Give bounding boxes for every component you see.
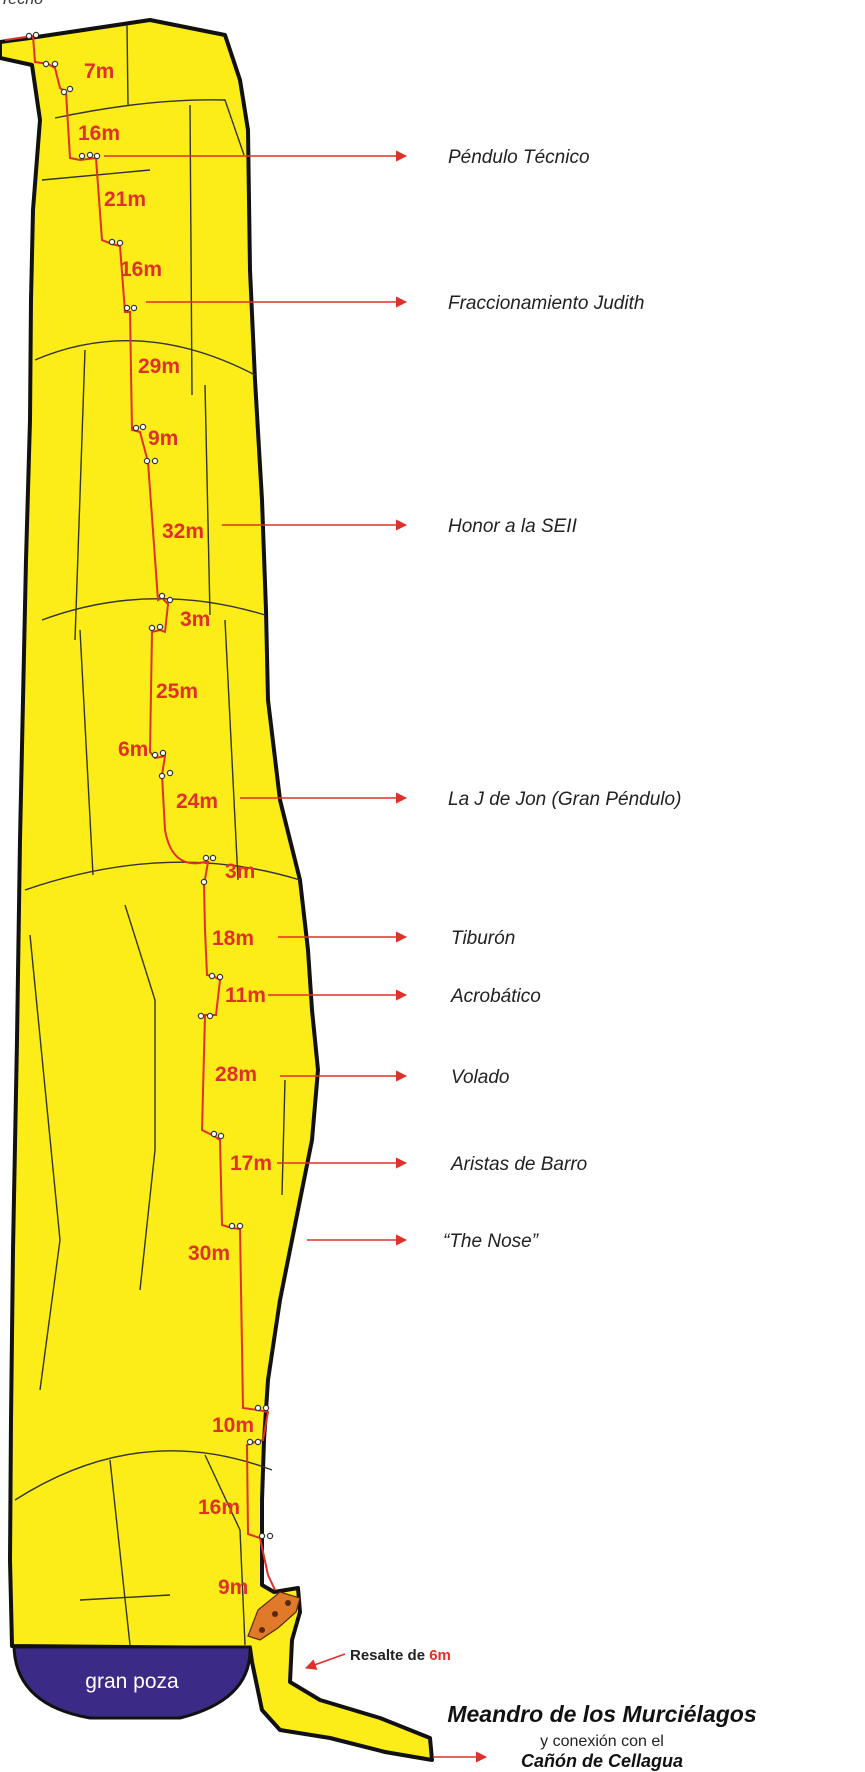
feature-label-fraccionamiento-judith: Fraccionamiento Judith [448, 293, 644, 314]
resalte-label: Resalte de 6m [350, 1647, 451, 1664]
pitch-label: 16m [120, 258, 162, 281]
rock-fractures [14, 24, 301, 1646]
rope-route [4, 34, 276, 1591]
ceiling-label: Techo [0, 0, 43, 8]
pitch-label: 21m [104, 188, 146, 211]
pitch-label: 18m [212, 927, 254, 950]
feature-label-tiburon: Tiburón [451, 928, 515, 949]
pitch-label: 25m [156, 680, 198, 703]
boulders [247, 1591, 301, 1641]
feature-label-aristas-de-barro: Aristas de Barro [450, 1154, 587, 1175]
pitch-label: 16m [78, 122, 120, 145]
pitch-label: 28m [215, 1063, 257, 1086]
feature-labels: Péndulo Técnico Fraccionamiento Judith H… [443, 147, 681, 1252]
feature-label-the-nose: “The Nose” [443, 1231, 540, 1252]
feature-label-acrobatico: Acrobático [450, 986, 541, 1007]
cave-shaft [0, 18, 434, 1762]
pitch-label: 16m [198, 1496, 240, 1519]
resalte-value: 6m [429, 1647, 451, 1664]
pitch-label: 10m [212, 1414, 254, 1437]
pitch-label: 17m [230, 1152, 272, 1175]
resalte-prefix: Resalte de [350, 1647, 429, 1664]
pitch-label: 7m [84, 60, 114, 83]
feature-arrows [104, 150, 488, 1763]
pitch-label: 6m [118, 738, 148, 761]
pitch-label: 3m [225, 860, 255, 883]
arrow-resalte [304, 1653, 346, 1670]
pitch-label: 9m [148, 427, 178, 450]
pool-shape [12, 1645, 252, 1720]
pitch-label: 30m [188, 1242, 230, 1265]
meandro-canyon: Cañón de Cellagua [521, 1751, 683, 1771]
anchor-points [25, 31, 274, 1540]
pitch-label: 24m [176, 790, 218, 813]
pool: gran poza [12, 1645, 252, 1720]
pitch-labels: 7m 16m 21m 16m 29m 9m 32m 3m 25m 6m 24m … [78, 60, 272, 1599]
meandro-title: Meandro de los Murciélagos [447, 1701, 756, 1727]
pool-label: gran poza [85, 1670, 179, 1693]
meandro-labels: Meandro de los Murciélagos y conexión co… [447, 1701, 756, 1771]
pitch-label: 3m [180, 608, 210, 631]
pitch-label: 9m [218, 1576, 248, 1599]
feature-label-pendulo-tecnico: Péndulo Técnico [448, 147, 590, 168]
pitch-label: 32m [162, 520, 204, 543]
feature-label-honor-seii: Honor a la SEII [448, 516, 578, 537]
pitch-label: 11m [225, 984, 266, 1007]
meandro-subtitle: y conexión con el [540, 1733, 664, 1750]
feature-label-volado: Volado [451, 1067, 509, 1088]
pitch-label: 29m [138, 355, 180, 378]
feature-label-la-j-de-jon: La J de Jon (Gran Péndulo) [448, 789, 681, 810]
